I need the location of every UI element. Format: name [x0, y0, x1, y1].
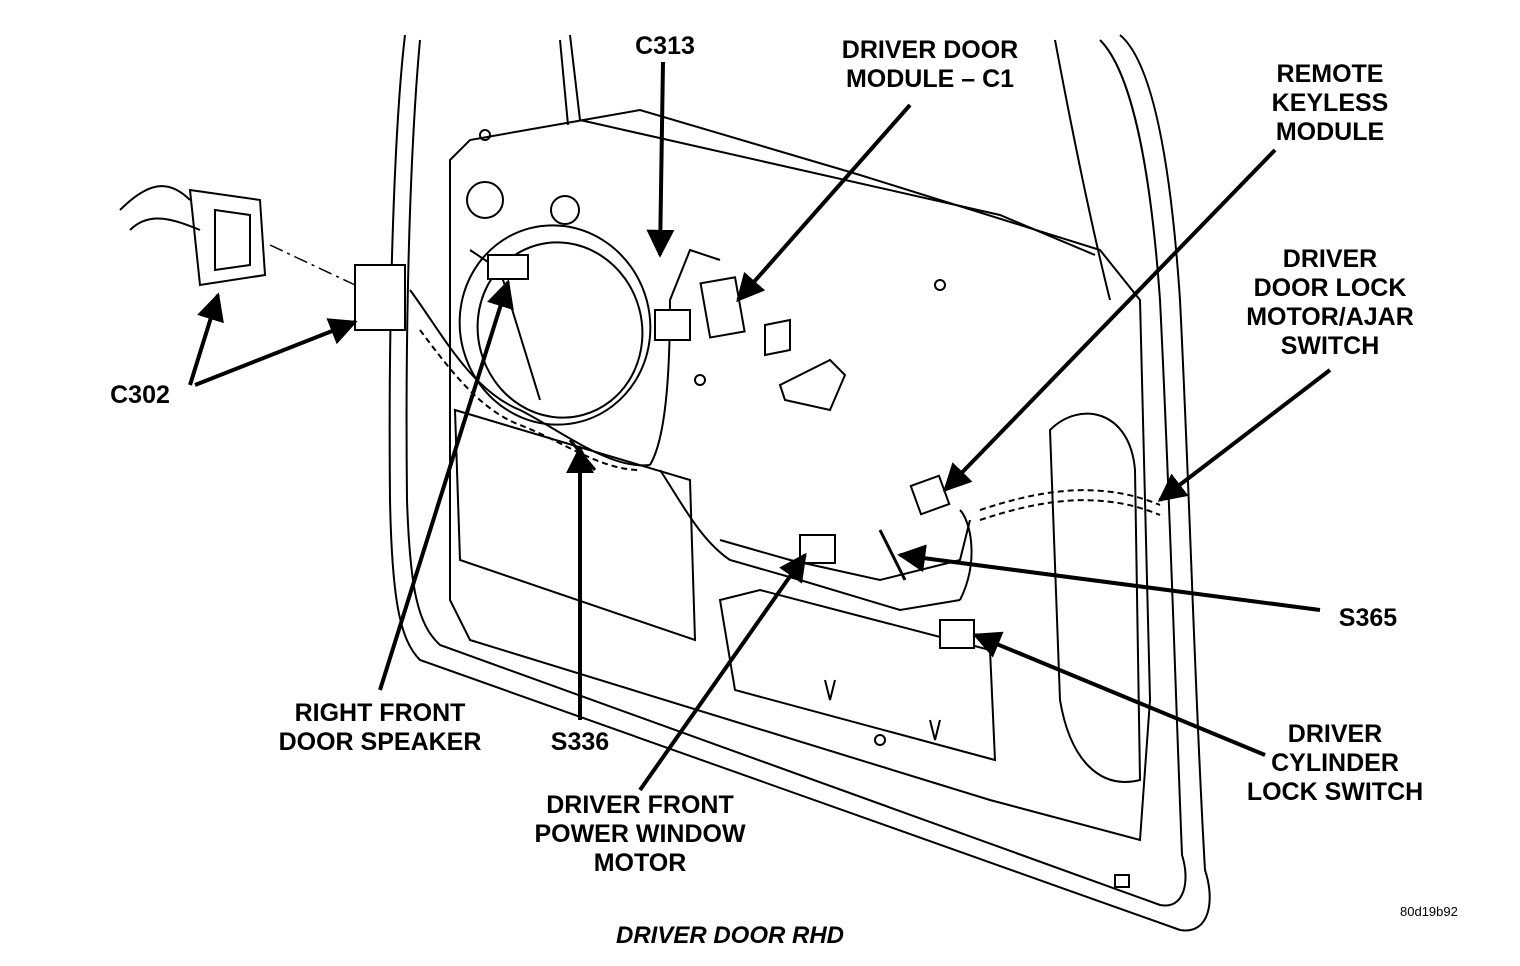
label-line: S365 [1338, 604, 1398, 632]
label-door-lock-motor: DRIVER DOOR LOCK MOTOR/AJAR SWITCH [1220, 245, 1440, 361]
label-line: MOTOR/AJAR [1246, 303, 1414, 331]
arrow-power-window [638, 552, 807, 792]
label-line: C313 [635, 32, 695, 60]
figure-id: 80d19b92 [1400, 904, 1458, 919]
arrow-c302-1 [188, 292, 224, 386]
label-remote-keyless: REMOTE KEYLESS MODULE [1230, 60, 1430, 147]
label-line: MOTOR [593, 849, 687, 877]
label-s365: S365 [1318, 604, 1418, 633]
label-line: CYLINDER [1271, 749, 1399, 777]
label-power-window-motor: DRIVER FRONT POWER WINDOW MOTOR [515, 791, 765, 878]
label-s336: S336 [530, 728, 630, 757]
door-outline [388, 34, 1211, 932]
leader-arrows [188, 61, 1332, 792]
label-line: MODULE [1275, 118, 1385, 146]
arrow-c302-2 [194, 318, 358, 387]
c302-harness-tail [119, 185, 201, 231]
arrow-door-lock-motor [1157, 368, 1332, 502]
label-line: DRIVER [1282, 245, 1378, 273]
label-line: C302 [110, 381, 170, 409]
label-right-front-speaker: RIGHT FRONT DOOR SPEAKER [260, 699, 500, 757]
arrow-driver-door-module [736, 103, 912, 303]
label-line: RIGHT FRONT [294, 699, 466, 727]
label-cylinder-lock-switch: DRIVER CYLINDER LOCK SWITCH [1230, 720, 1440, 807]
arrow-c313 [646, 61, 675, 258]
arrow-s365 [897, 544, 1321, 612]
c302-alignment-line [269, 244, 356, 286]
label-line: DOOR SPEAKER [278, 728, 482, 756]
connectors [188, 188, 975, 649]
label-line: DRIVER DOOR [841, 36, 1019, 64]
label-line: S336 [550, 728, 610, 756]
label-line: LOCK SWITCH [1246, 778, 1424, 806]
label-line: POWER WINDOW [534, 820, 746, 848]
label-c302: C302 [90, 381, 190, 410]
label-c313: C313 [610, 32, 720, 61]
label-line: DRIVER FRONT [546, 791, 734, 819]
label-driver-door-module: DRIVER DOOR MODULE – C1 [810, 36, 1050, 94]
arrow-remote-keyless [943, 148, 1277, 493]
label-line: MODULE – C1 [845, 65, 1015, 93]
label-line: KEYLESS [1271, 89, 1389, 117]
arrow-speaker [378, 279, 514, 691]
label-line: SWITCH [1280, 332, 1380, 360]
label-line: DRIVER [1287, 720, 1383, 748]
arrow-cylinder-lock [972, 631, 1266, 757]
wire-harness [409, 248, 1161, 612]
label-line: REMOTE [1276, 60, 1384, 88]
figure-caption: DRIVER DOOR RHD [615, 922, 844, 949]
label-line: DOOR LOCK [1253, 274, 1407, 302]
